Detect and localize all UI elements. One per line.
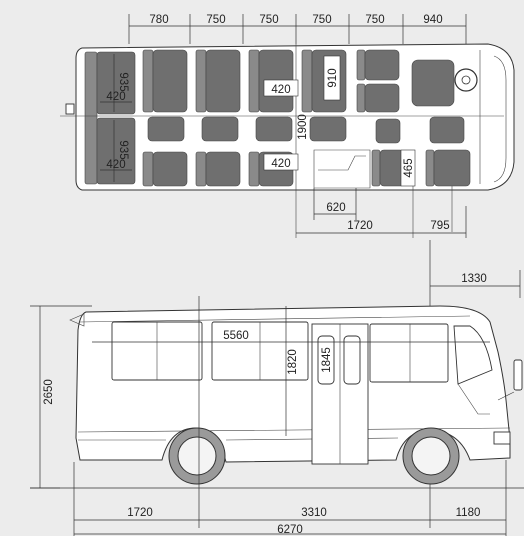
front-overhang-top: 1330 — [461, 273, 487, 285]
rear-to-door: 1720 — [347, 220, 373, 232]
seat-pitch-dimension-line — [128, 14, 467, 44]
rear-depth-upper: 935 — [117, 72, 129, 91]
rear-seat-back — [84, 51, 98, 185]
seat-width-mid-lower: 420 — [271, 158, 290, 170]
entrance-step — [313, 149, 371, 189]
driver-seat — [411, 59, 455, 107]
door-step-width: 620 — [326, 202, 345, 214]
side-windows — [111, 321, 493, 415]
rear-seat-upper — [96, 51, 136, 115]
top-view: 780 750 750 750 750 940 — [60, 14, 515, 238]
door-height: 1845 — [321, 347, 333, 373]
overall-length: 6270 — [277, 524, 303, 536]
headlight-icon — [493, 431, 511, 445]
pitch-dim-3: 750 — [259, 14, 278, 26]
seat-width-mid-upper: 420 — [271, 84, 290, 96]
interior-length: 5560 — [223, 330, 249, 342]
side-mirror-icon — [513, 359, 523, 391]
rear-antenna — [69, 313, 85, 327]
side-view: 1330 2650 1845 5560 — [30, 240, 524, 536]
rear-overhang: 1720 — [127, 507, 153, 519]
door-seat-depth: 465 — [403, 158, 415, 177]
rear-width-upper: 420 — [106, 91, 125, 103]
seat-rows-lower — [142, 149, 471, 187]
front-wheel-icon — [402, 427, 460, 485]
wheelbase: 3310 — [301, 507, 327, 519]
rear-depth-lower: 935 — [117, 140, 129, 159]
rear-hitch — [65, 103, 75, 115]
rear-seat-lower — [96, 117, 136, 185]
aisle-width: 1900 — [297, 114, 309, 140]
door-to-front: 795 — [430, 220, 449, 232]
pitch-dim-5: 750 — [365, 14, 384, 26]
pitch-dim-2: 750 — [206, 14, 225, 26]
seat-depth-front: 910 — [327, 68, 339, 87]
pitch-dim-4: 750 — [312, 14, 331, 26]
rear-wheel-icon — [168, 427, 226, 485]
interior-height: 1820 — [287, 349, 299, 375]
front-overhang: 1180 — [456, 507, 481, 519]
pitch-dim-6: 940 — [423, 14, 442, 26]
overall-height: 2650 — [43, 379, 55, 405]
pitch-dim-1: 780 — [149, 14, 168, 26]
aisle-seats — [147, 116, 465, 144]
rear-width-lower: 420 — [106, 159, 125, 171]
